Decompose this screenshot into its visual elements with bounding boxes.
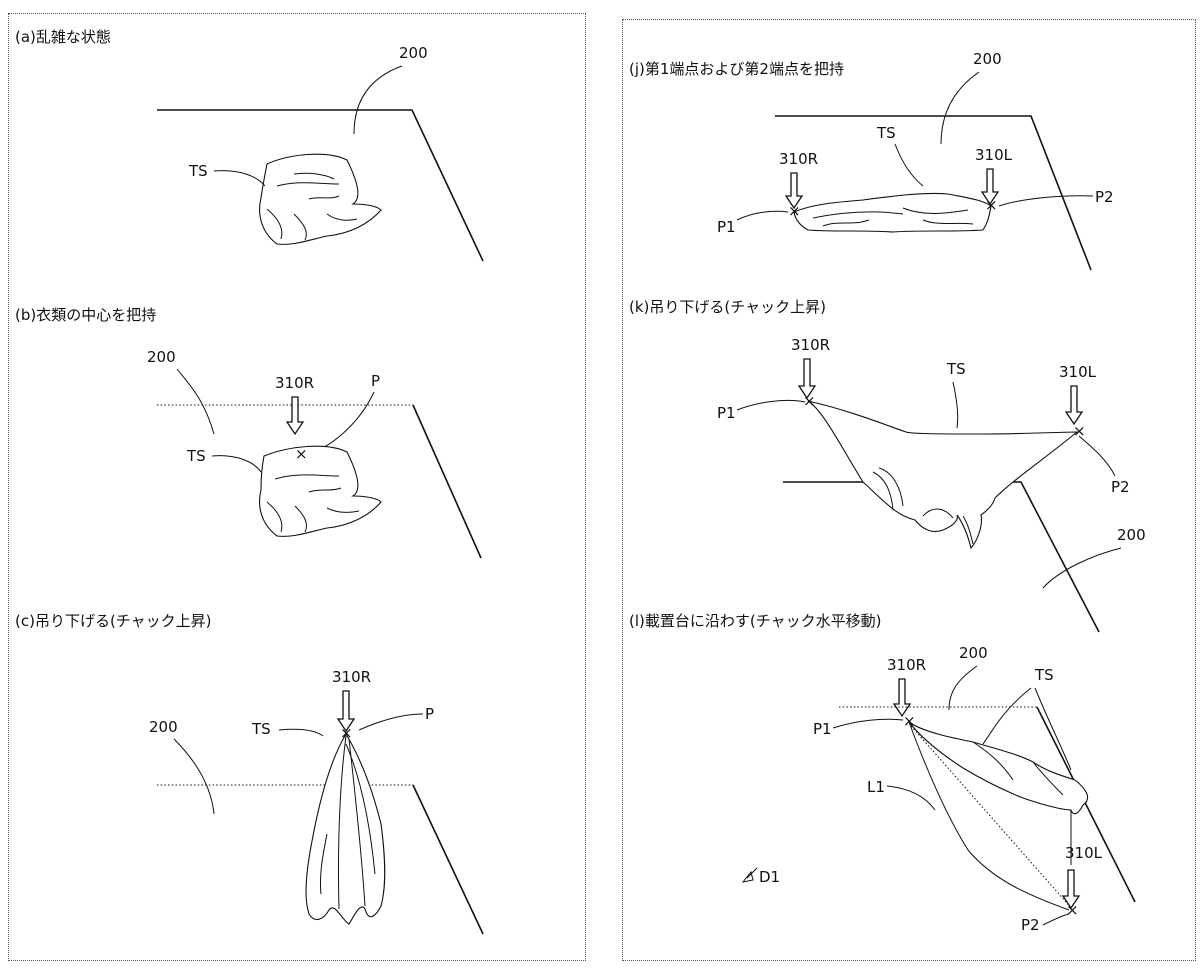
left-figure-drawing: (a)乱雑な状態 200 TS (b)衣類の中心を把持 200 310R P	[15, 28, 484, 935]
grip-point-mark-p1-l: ×	[903, 712, 916, 730]
cloth-leader-l-1	[982, 687, 1032, 745]
chuck-arrow-310r-b	[285, 396, 305, 436]
chuck-label-310r-j: 310R	[779, 150, 818, 168]
table-label-200-b: 200	[147, 348, 176, 366]
chuck-arrow-310l-j	[980, 168, 1000, 206]
cloth-label-ts-k: TS	[946, 360, 966, 378]
grip-point-mark-c: ×	[340, 724, 353, 742]
cloth-spread-l	[908, 721, 1089, 911]
point-leader-p2-k	[1078, 435, 1116, 477]
point-leader-b	[304, 391, 375, 455]
cloth-leader-c	[278, 728, 324, 737]
point-label-p-b: P	[371, 372, 380, 390]
point-label-p-c: P	[425, 705, 434, 723]
line-leader-l1	[886, 785, 936, 811]
chuck-label-310r-l: 310R	[887, 656, 926, 674]
figure-a: (a)乱雑な状態 200 TS	[15, 28, 484, 262]
point-label-p2-l: P2	[1021, 916, 1040, 934]
direction-arrowhead-d1	[741, 870, 754, 883]
figure-b: (b)衣類の中心を把持 200 310R P × TS	[15, 306, 482, 559]
table-200-outline	[157, 109, 484, 262]
chuck-label-310r-k: 310R	[791, 336, 830, 354]
left-figure-panel: (a)乱雑な状態 200 TS (b)衣類の中心を把持 200 310R P	[8, 13, 586, 961]
figure-l: (l)載置台に沿わす(チャック水平移動) 310R 200 TS × × P1 …	[629, 612, 1136, 934]
point-leader-p2-j	[998, 195, 1094, 207]
chuck-label-310l-j: 310L	[975, 146, 1013, 164]
cloth-leader-k	[952, 381, 959, 429]
table-label-200: 200	[399, 44, 428, 62]
point-label-p1-j: P1	[717, 218, 736, 236]
table-200-outline-j	[775, 115, 1092, 271]
right-figure-drawing: (j)第1端点および第2端点を把持 200 TS 310R 310L × × P…	[629, 50, 1146, 934]
table-label-200-l: 200	[959, 644, 988, 662]
cloth-leader-b	[211, 455, 262, 473]
cloth-leader-a	[213, 170, 266, 187]
cloth-crumpled-a	[259, 153, 382, 245]
chuck-arrow-310l-l	[1061, 869, 1081, 910]
point-label-p2-j: P2	[1095, 188, 1114, 206]
cloth-label-ts-l: TS	[1034, 666, 1054, 684]
point-label-p2-k: P2	[1111, 478, 1130, 496]
chuck-label-310r-c: 310R	[332, 668, 371, 686]
point-leader-p2-l	[1042, 913, 1070, 926]
table-200-outline-k	[783, 481, 1100, 633]
table-side-b	[412, 404, 482, 559]
caption-c: (c)吊り下げる(チャック上昇)	[15, 612, 212, 630]
point-leader-p1-l	[832, 718, 904, 729]
table-label-200-c: 200	[149, 718, 178, 736]
point-label-p1-l: P1	[813, 720, 832, 738]
line-l1	[910, 725, 1074, 911]
chuck-arrow-310r-k	[797, 358, 817, 400]
caption-j: (j)第1端点および第2端点を把持	[629, 60, 844, 78]
cloth-leader-l-2	[1034, 687, 1072, 771]
caption-k: (k)吊り下げる(チャック上昇)	[629, 298, 826, 316]
figure-c: (c)吊り下げる(チャック上昇) 310R P TS 200 ×	[15, 612, 484, 935]
table-leader-j	[940, 71, 980, 145]
figure-k: (k)吊り下げる(チャック上昇) 310R TS 310L P1 P2 200 …	[629, 298, 1146, 633]
point-leader-c	[358, 713, 424, 731]
right-figure-panel: (j)第1端点および第2端点を把持 200 TS 310R 310L × × P…	[622, 19, 1196, 961]
chuck-arrow-310r-j	[784, 172, 804, 210]
grip-point-mark-p2-j: ×	[985, 196, 998, 214]
grip-point-mark-p1-k: ×	[803, 392, 816, 410]
cloth-hanging-c	[305, 732, 386, 925]
direction-arrow-d1	[746, 867, 758, 879]
table-leader-c	[173, 738, 215, 815]
cloth-label-ts-a: TS	[188, 162, 208, 180]
table-label-200-k: 200	[1117, 526, 1146, 544]
line-label-l1: L1	[867, 778, 885, 796]
point-label-p1-k: P1	[717, 404, 736, 422]
chuck-label-310l-l: 310L	[1065, 844, 1103, 862]
table-leader-l	[948, 665, 978, 711]
table-leader-b	[176, 368, 215, 435]
chuck-arrow-310l-k	[1064, 385, 1084, 426]
cloth-leader-j	[894, 143, 924, 187]
table-label-200-j: 200	[973, 50, 1002, 68]
table-leader-line	[353, 65, 403, 135]
point-leader-p1-k	[736, 399, 806, 411]
grip-point-mark-p2-k: ×	[1073, 422, 1086, 440]
cloth-suspended-k	[807, 400, 1079, 550]
chuck-arrow-310r-l	[892, 678, 912, 718]
figure-j: (j)第1端点および第2端点を把持 200 TS 310R 310L × × P…	[629, 50, 1114, 271]
table-side-l	[1036, 706, 1136, 903]
cloth-label-ts-j: TS	[876, 124, 896, 142]
caption-l: (l)載置台に沿わす(チャック水平移動)	[629, 612, 881, 630]
grip-point-mark-b: ×	[295, 445, 308, 463]
point-leader-p1-j	[736, 210, 789, 221]
caption-b: (b)衣類の中心を把持	[15, 306, 156, 324]
cloth-crumpled-b	[259, 445, 382, 537]
cloth-flat-j	[793, 192, 992, 233]
grip-point-mark-p1-j: ×	[788, 202, 801, 220]
chuck-arrow-310r-c	[336, 690, 356, 733]
cloth-label-ts-c: TS	[251, 720, 271, 738]
chuck-label-310l-k: 310L	[1059, 363, 1097, 381]
table-leader-k	[1042, 547, 1122, 589]
cloth-label-ts-b: TS	[186, 447, 206, 465]
table-side-c	[412, 784, 484, 935]
caption-a: (a)乱雑な状態	[15, 28, 111, 46]
direction-label-d1: D1	[759, 868, 780, 886]
chuck-label-310r-b: 310R	[275, 374, 314, 392]
